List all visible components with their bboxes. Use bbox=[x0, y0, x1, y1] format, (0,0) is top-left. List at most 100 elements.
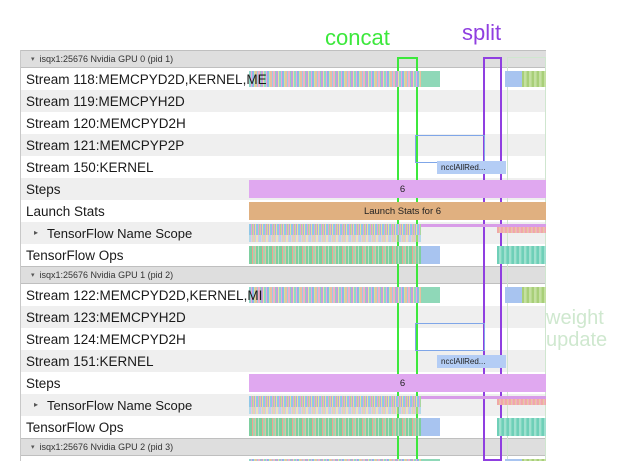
trace-row-label: Stream 151:KERNEL bbox=[26, 353, 154, 369]
trace-row-label: Stream 150:KERNEL bbox=[26, 159, 154, 175]
trace-row-track[interactable] bbox=[249, 416, 546, 438]
step-bar-label: 6 bbox=[399, 377, 406, 389]
kernel-trace-bar[interactable] bbox=[249, 71, 421, 87]
launch-stats-bar[interactable]: Launch Stats for 6 bbox=[249, 202, 546, 220]
chevron-right-icon[interactable]: ▸ bbox=[34, 399, 39, 409]
split-kernel-block[interactable] bbox=[505, 287, 522, 303]
annotation-label-split: split bbox=[462, 20, 502, 45]
name-scope-tail-bar[interactable] bbox=[497, 227, 546, 233]
chevron-down-icon[interactable]: ▾ bbox=[31, 272, 35, 279]
nccl-allreduce-block[interactable]: ncclAllRed... bbox=[437, 355, 506, 368]
chevron-down-icon[interactable]: ▾ bbox=[31, 444, 35, 451]
trace-row-label-backdrop bbox=[21, 394, 249, 416]
trace-row-track[interactable] bbox=[249, 306, 546, 328]
trace-row-track[interactable] bbox=[249, 90, 546, 112]
trace-row-track[interactable] bbox=[249, 244, 546, 266]
trace-row-track[interactable] bbox=[249, 112, 546, 134]
trace-row-label-backdrop bbox=[21, 222, 249, 244]
trace-row[interactable]: Stream 126:MEMCPYD2D,KERNEL,MI bbox=[21, 456, 546, 461]
concat-kernel-block[interactable] bbox=[421, 71, 440, 87]
trace-row[interactable]: Launch Stats for 6 Launch Stats bbox=[21, 200, 546, 222]
trace-row-label-backdrop bbox=[21, 456, 249, 461]
name-scope-bar[interactable] bbox=[249, 224, 421, 235]
weight-update-kernel-block[interactable] bbox=[522, 71, 546, 87]
trace-group-header-0[interactable]: ▾ isqx1:25676 Nvidia GPU 0 (pid 1) bbox=[21, 50, 546, 68]
step-bar[interactable]: 6 bbox=[249, 374, 546, 392]
trace-row-label-backdrop bbox=[21, 306, 249, 328]
timeline-panel[interactable]: ▾ isqx1:25676 Nvidia GPU 0 (pid 1) Stream … bbox=[20, 50, 546, 461]
split-kernel-block[interactable] bbox=[505, 71, 522, 87]
trace-row-label: ▸TensorFlow Name Scope bbox=[34, 225, 193, 241]
trace-row-label: Stream 126:MEMCPYD2D,KERNEL,MI bbox=[21, 460, 262, 461]
trace-row-label-backdrop bbox=[21, 112, 249, 134]
trace-row-track[interactable]: 6 bbox=[249, 372, 546, 394]
trace-row-label-backdrop bbox=[21, 350, 249, 372]
trace-row[interactable]: Stream 118:MEMCPYD2D,KERNEL,ME bbox=[21, 68, 546, 90]
trace-row[interactable]: TensorFlow Ops bbox=[21, 244, 546, 266]
trace-row[interactable]: Stream 120:MEMCPYD2H bbox=[21, 112, 546, 134]
trace-row-label-backdrop bbox=[21, 372, 249, 394]
trace-row-track[interactable] bbox=[249, 68, 546, 90]
trace-row-label: Stream 124:MEMCPYD2H bbox=[26, 331, 186, 347]
concat-kernel-block[interactable] bbox=[421, 287, 440, 303]
trace-row[interactable]: ncclAllRed... Stream 151:KERNEL bbox=[21, 350, 546, 372]
chevron-right-icon[interactable]: ▸ bbox=[34, 227, 39, 237]
trace-row-label: Stream 123:MEMCPYH2D bbox=[26, 309, 186, 325]
name-scope-sub-bar[interactable] bbox=[249, 235, 421, 242]
trace-row-label: Stream 119:MEMCPYH2D bbox=[26, 93, 185, 109]
trace-row-track[interactable] bbox=[249, 284, 546, 306]
trace-row-label-backdrop bbox=[21, 416, 249, 438]
nccl-allreduce-block[interactable]: ncclAllRed... bbox=[437, 161, 506, 174]
trace-row-track[interactable] bbox=[249, 134, 546, 156]
trace-row[interactable]: Stream 122:MEMCPYD2D,KERNEL,MI bbox=[21, 284, 546, 306]
trace-group-header-2[interactable]: ▾ isqx1:25676 Nvidia GPU 2 (pid 3) bbox=[21, 438, 546, 456]
trace-row[interactable]: ncclAllRed... Stream 150:KERNEL bbox=[21, 156, 546, 178]
trace-row[interactable]: ▸TensorFlow Name Scope bbox=[21, 394, 546, 416]
trace-row[interactable]: TensorFlow Ops bbox=[21, 416, 546, 438]
ops-weight-update-block[interactable] bbox=[497, 418, 546, 436]
trace-row-track[interactable]: ncclAllRed... bbox=[249, 156, 546, 178]
annotation-label-concat: concat bbox=[325, 25, 390, 50]
trace-row-track[interactable]: ncclAllRed... bbox=[249, 350, 546, 372]
concat-kernel-block[interactable] bbox=[421, 459, 440, 461]
weight-update-kernel-block[interactable] bbox=[522, 287, 546, 303]
trace-row-label: Stream 118:MEMCPYD2D,KERNEL,ME bbox=[26, 71, 267, 87]
trace-row-label-backdrop bbox=[21, 156, 249, 178]
trace-row-label-backdrop bbox=[21, 284, 249, 306]
trace-row-track[interactable]: Launch Stats for 6 bbox=[249, 200, 546, 222]
trace-row-label: Steps bbox=[26, 181, 61, 197]
ops-concat-block[interactable] bbox=[421, 246, 440, 264]
trace-row[interactable]: Stream 124:MEMCPYD2H bbox=[21, 328, 546, 350]
annotation-label-weight-update: weight update bbox=[546, 307, 607, 351]
name-scope-bar[interactable] bbox=[249, 396, 421, 407]
trace-row[interactable]: ▸TensorFlow Name Scope bbox=[21, 222, 546, 244]
ops-trace-bar[interactable] bbox=[249, 246, 421, 264]
trace-row-track[interactable] bbox=[249, 394, 546, 416]
trace-group-header-1[interactable]: ▾isqx1:25676 Nvidia GPU 1 (pid 2) bbox=[21, 266, 546, 284]
step-bar[interactable]: 6 bbox=[249, 180, 546, 198]
trace-row-label: ▸TensorFlow Name Scope bbox=[34, 397, 193, 413]
trace-row-label: Stream 120:MEMCPYD2H bbox=[26, 115, 186, 131]
name-scope-tail-bar[interactable] bbox=[497, 399, 546, 405]
trace-group-header-label: isqx1:25676 Nvidia GPU 0 (pid 1) bbox=[39, 54, 174, 64]
trace-row-track[interactable] bbox=[249, 456, 546, 461]
trace-row[interactable]: 6 Steps bbox=[21, 178, 546, 200]
trace-row-track[interactable] bbox=[249, 328, 546, 350]
trace-row-track[interactable]: 6 bbox=[249, 178, 546, 200]
trace-row[interactable]: Stream 119:MEMCPYH2D bbox=[21, 90, 546, 112]
kernel-trace-bar[interactable] bbox=[249, 287, 421, 303]
kernel-trace-bar[interactable] bbox=[249, 459, 421, 461]
ops-weight-update-block[interactable] bbox=[497, 246, 546, 264]
trace-row[interactable]: Stream 123:MEMCPYH2D bbox=[21, 306, 546, 328]
name-scope-sub-bar[interactable] bbox=[249, 407, 421, 414]
chevron-down-icon[interactable]: ▾ bbox=[31, 56, 35, 63]
ops-concat-block[interactable] bbox=[421, 418, 440, 436]
trace-row-track[interactable] bbox=[249, 222, 546, 244]
trace-row-label: Launch Stats bbox=[26, 203, 105, 219]
ops-trace-bar[interactable] bbox=[249, 418, 421, 436]
trace-group-header-label: isqx1:25676 Nvidia GPU 2 (pid 3) bbox=[39, 442, 174, 452]
trace-row-label: TensorFlow Ops bbox=[26, 247, 124, 263]
trace-row-label-backdrop bbox=[21, 244, 249, 266]
trace-row[interactable]: Stream 121:MEMCPYP2P bbox=[21, 134, 546, 156]
